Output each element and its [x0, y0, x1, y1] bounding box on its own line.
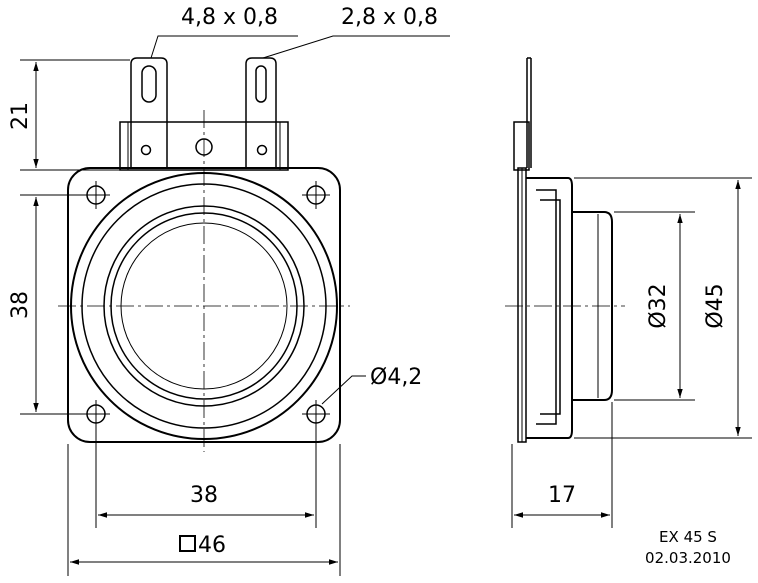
hole-spacing-horizontal-label: 38	[190, 483, 218, 508]
terminal-small-label: 2,8 x 0,8	[341, 5, 438, 30]
terminal-left-large	[130, 57, 168, 168]
hole-diameter-label: Ø4,2	[370, 365, 422, 390]
hole-spacing-vertical-label: 38	[8, 291, 33, 319]
drawing-date: 02.03.2010	[645, 549, 731, 567]
terminal-height-label: 21	[8, 102, 33, 130]
front-dimensions: 4,8 x 0,8 2,8 x 0,8 21 38 38 46 Ø4,2	[8, 5, 450, 576]
depth-label: 17	[548, 483, 576, 508]
title-block: EX 45 S 02.03.2010	[645, 528, 731, 567]
terminal-right-small	[245, 57, 277, 168]
side-dimensions: Ø32 Ø45 17	[511, 177, 752, 528]
outer-diameter-label: Ø45	[703, 283, 728, 328]
model-name: EX 45 S	[659, 528, 717, 546]
square-size-label: 46	[198, 533, 226, 558]
terminal-large-label: 4,8 x 0,8	[181, 5, 278, 30]
front-view	[58, 57, 350, 452]
mounting-holes	[82, 181, 330, 428]
side-view	[505, 57, 625, 443]
square-symbol-icon	[179, 535, 196, 552]
inner-diameter-label: Ø32	[646, 283, 671, 328]
